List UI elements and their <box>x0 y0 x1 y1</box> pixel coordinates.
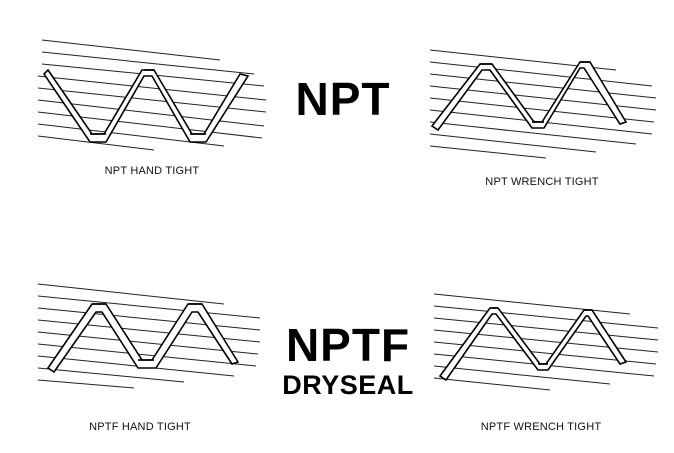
npt-title: NPT <box>295 73 391 125</box>
thread-profile <box>42 68 250 143</box>
thread-profile <box>46 303 240 374</box>
hatch-lines <box>429 49 657 159</box>
npt-wrench-tight-diagram <box>426 46 666 166</box>
thread-flat-crest <box>490 307 592 365</box>
thread-profile <box>430 61 628 132</box>
dryseal-title: DRYSEAL <box>282 370 414 400</box>
nptf-hand-tight-diagram <box>34 282 274 392</box>
hatch-lines <box>37 283 261 389</box>
thread-profile <box>438 307 628 382</box>
caption-nptf-wrench-tight: NPTF WRENCH TIGHT <box>480 421 602 433</box>
nptf-wrench-tight-diagram <box>430 292 670 402</box>
caption-npt-wrench-tight: NPT WRENCH TIGHT <box>485 176 599 188</box>
caption-nptf-hand-tight: NPTF HAND TIGHT <box>89 421 191 433</box>
nptf-title: NPTF <box>285 319 411 371</box>
thread-flat-crest <box>92 303 202 361</box>
thread-flat-crest <box>480 61 590 123</box>
thread-flat-crest <box>90 69 206 135</box>
caption-npt-hand-tight: NPT HAND TIGHT <box>104 165 200 177</box>
npt-hand-tight-diagram <box>34 38 274 158</box>
